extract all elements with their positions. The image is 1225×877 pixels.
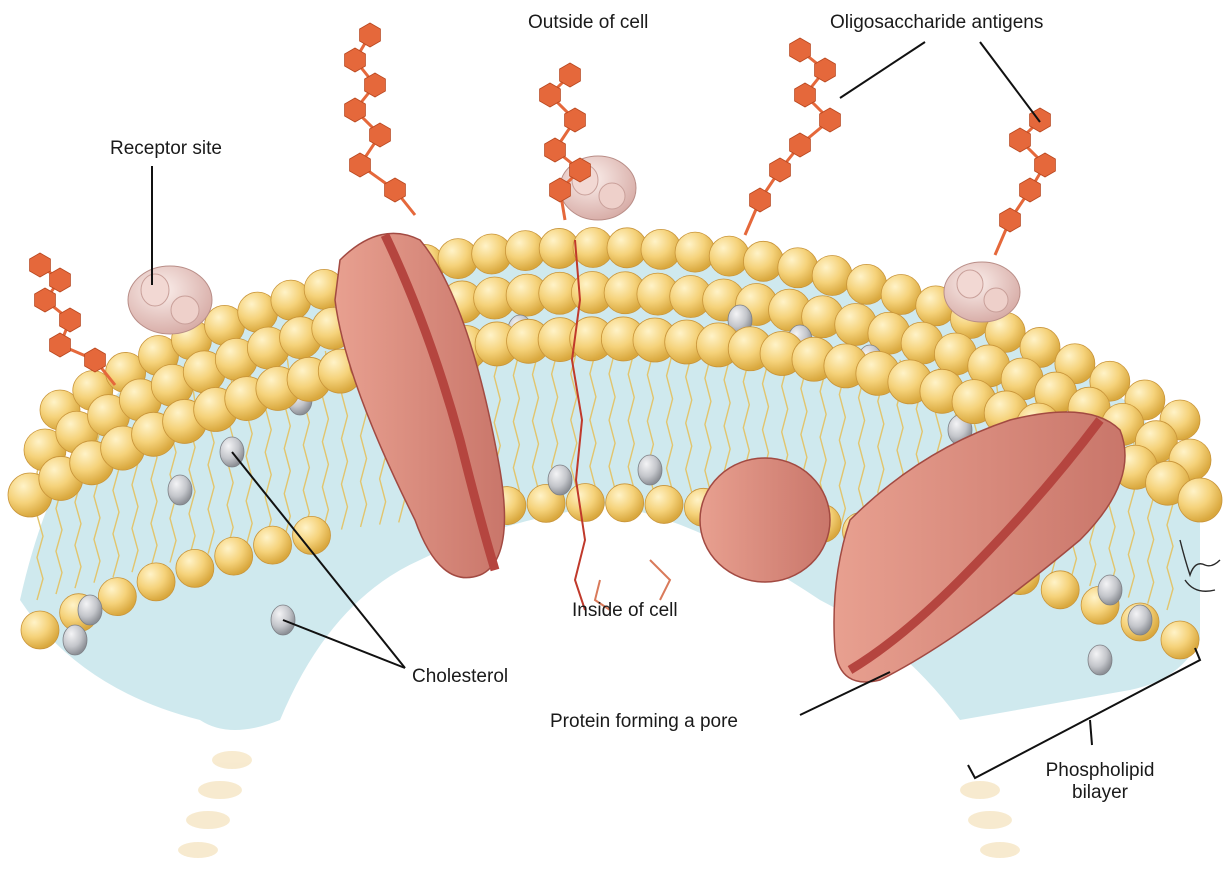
cholesterol-icon <box>1098 575 1122 605</box>
oligosaccharide-unit-icon <box>50 333 71 357</box>
phospholipid-head <box>606 484 644 522</box>
phospholipid-head <box>778 248 818 288</box>
leader-oligo-left <box>840 42 925 98</box>
oligosaccharide-unit-icon <box>360 23 381 47</box>
phospholipid-bilayer-label-line1: Phospholipid <box>1040 760 1160 782</box>
cholesterol-icon <box>168 475 192 505</box>
receptor-protein <box>128 266 212 334</box>
leader-pore <box>800 672 890 715</box>
oligosaccharide-unit-icon <box>60 308 81 332</box>
cholesterol-icon <box>63 625 87 655</box>
cholesterol-icon <box>1128 605 1152 635</box>
cholesterol-icon <box>638 455 662 485</box>
phospholipid-head <box>1161 621 1199 659</box>
receptor-site-label: Receptor site <box>110 138 222 160</box>
phospholipid-head <box>98 578 136 616</box>
cholesterol-icon <box>548 465 572 495</box>
phospholipid-head <box>675 232 715 272</box>
phospholipid-head <box>645 485 683 523</box>
cholesterol-icon <box>78 595 102 625</box>
leader-oligo-right <box>980 42 1040 122</box>
cholesterol-icon <box>1088 645 1112 675</box>
phospholipid-head <box>1178 478 1222 522</box>
phospholipid-head <box>812 255 852 295</box>
leader-bilayer <box>1090 720 1092 745</box>
phospholipid-head <box>137 563 175 601</box>
oligosaccharide-antigens-label: Oligosaccharide antigens <box>830 12 1043 34</box>
phospholipid-head <box>743 241 783 281</box>
oligosaccharide-unit-icon <box>30 253 51 277</box>
phospholipid-head <box>176 549 214 587</box>
phospholipid-head <box>566 483 604 521</box>
phospholipid-head <box>21 611 59 649</box>
phospholipid-head <box>215 537 253 575</box>
cholesterol-label: Cholesterol <box>412 666 508 688</box>
phospholipid-head <box>709 236 749 276</box>
phospholipid-bilayer-label-line2: bilayer <box>1040 782 1160 804</box>
outside-of-cell-label: Outside of cell <box>528 12 648 34</box>
phospholipid-head <box>881 275 921 315</box>
phospholipid-head <box>254 526 292 564</box>
phospholipid-bilayer-label: Phospholipid bilayer <box>1040 760 1160 804</box>
lower-fragments <box>178 751 1020 858</box>
transmembrane-protein-round <box>700 458 830 582</box>
oligosaccharide-unit-icon <box>790 38 811 62</box>
phospholipid-head <box>1041 571 1079 609</box>
phospholipid-head <box>847 264 887 304</box>
receptor-protein <box>944 262 1020 322</box>
protein-forming-pore-label: Protein forming a pore <box>550 711 738 733</box>
inside-of-cell-label: Inside of cell <box>572 600 678 622</box>
